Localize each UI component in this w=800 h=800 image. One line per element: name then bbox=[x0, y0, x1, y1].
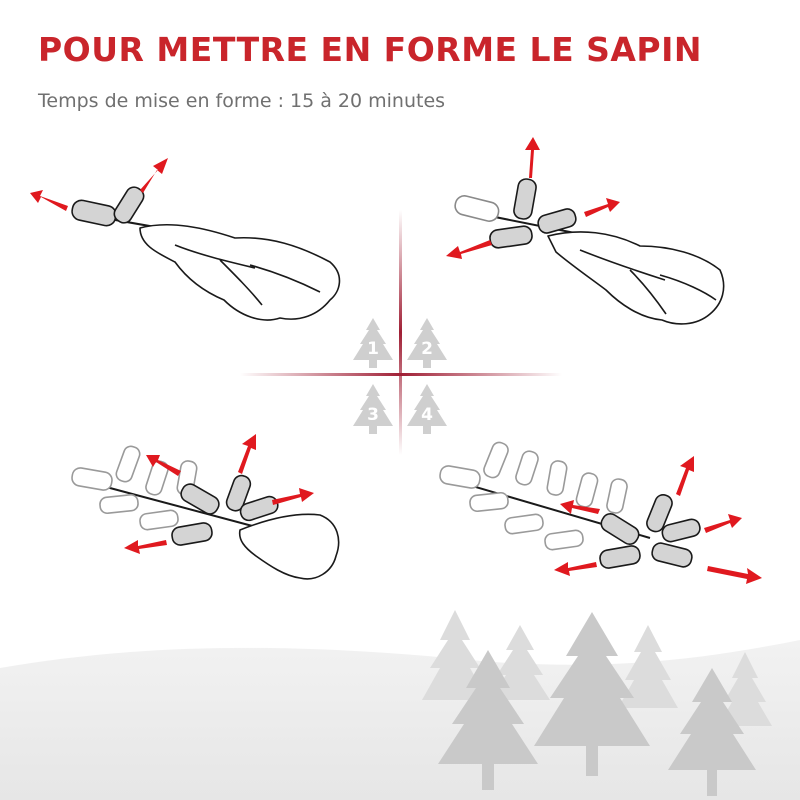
branch-detail bbox=[579, 249, 717, 315]
panel-step-2 bbox=[446, 137, 725, 325]
page-subtitle: Temps de mise en forme : 15 à 20 minutes bbox=[38, 90, 446, 112]
tip-shaped bbox=[546, 460, 568, 496]
branch-detail bbox=[174, 244, 321, 306]
tip-folded bbox=[661, 518, 701, 543]
snowy-forest-background bbox=[0, 610, 800, 800]
step-4: 4 bbox=[407, 384, 447, 434]
tip-folded bbox=[600, 512, 640, 546]
panel-step-1 bbox=[30, 158, 341, 321]
step-2: 2 bbox=[407, 318, 447, 368]
tip-folded bbox=[599, 545, 641, 569]
arrow-icon bbox=[30, 190, 68, 211]
step-number: 1 bbox=[367, 339, 379, 359]
tip-shaped bbox=[71, 467, 113, 491]
tip-spread bbox=[454, 195, 500, 222]
branch-foliage bbox=[139, 223, 341, 321]
tip-shaped bbox=[115, 445, 141, 483]
arrow-icon bbox=[525, 137, 540, 178]
snow-ground bbox=[0, 640, 800, 800]
arrow-icon bbox=[140, 158, 168, 193]
step-markers: 1 2 3 4 bbox=[353, 318, 447, 434]
arrow-icon bbox=[446, 240, 492, 259]
tip-folded bbox=[225, 474, 252, 512]
tip-shaped bbox=[515, 450, 539, 486]
arrow-icon bbox=[146, 455, 181, 476]
tree-icon bbox=[353, 318, 393, 368]
arrow-icon bbox=[554, 562, 597, 576]
quadrant-divider bbox=[240, 210, 562, 455]
forest-tree bbox=[668, 668, 756, 796]
arrow-icon bbox=[238, 434, 256, 474]
arrow-icon bbox=[272, 488, 314, 505]
step-number: 3 bbox=[367, 405, 379, 425]
arrow-icon bbox=[676, 456, 694, 496]
tip-raised bbox=[513, 178, 537, 220]
tip-folded bbox=[646, 494, 673, 533]
tree-icon bbox=[407, 318, 447, 368]
tip-folded bbox=[651, 542, 693, 568]
arrow-icon bbox=[560, 500, 600, 514]
branch-foliage bbox=[547, 231, 725, 325]
tip-shaped bbox=[139, 509, 179, 531]
tip-shaped bbox=[99, 493, 139, 515]
forest-tree bbox=[422, 610, 488, 700]
step-number: 4 bbox=[421, 405, 433, 425]
tree-icon bbox=[353, 384, 393, 434]
tip-folded bbox=[537, 208, 577, 234]
tip-shaped bbox=[606, 478, 628, 514]
arrow-icon bbox=[707, 566, 762, 584]
forest-tree bbox=[718, 652, 772, 726]
panel-step-3 bbox=[71, 434, 340, 580]
branch-foliage bbox=[238, 513, 340, 580]
tip-shaped bbox=[469, 491, 509, 513]
step-3: 3 bbox=[353, 384, 393, 434]
panel-step-4 bbox=[439, 441, 762, 584]
tree-icon bbox=[407, 384, 447, 434]
tip-shaped bbox=[439, 465, 481, 489]
tip-shaped bbox=[575, 472, 599, 508]
arrow-icon bbox=[704, 514, 742, 533]
divider-vertical bbox=[399, 210, 402, 455]
tip-shaped bbox=[504, 513, 544, 535]
arrow-icon bbox=[124, 540, 167, 554]
forest-tree bbox=[534, 612, 650, 776]
step-1: 1 bbox=[353, 318, 393, 368]
arrow-icon bbox=[584, 198, 620, 217]
forest-tree bbox=[438, 650, 538, 790]
step-number: 2 bbox=[421, 339, 433, 359]
tip-shaped bbox=[544, 529, 584, 551]
tip-folded bbox=[180, 483, 220, 515]
tip-folded bbox=[171, 522, 213, 546]
tip-folded bbox=[489, 225, 533, 249]
tip-folded bbox=[71, 199, 117, 227]
tip-shaped bbox=[483, 441, 509, 479]
tip-folded bbox=[113, 186, 145, 224]
tip-shaped bbox=[145, 460, 169, 496]
page-title: POUR METTRE EN FORME LE SAPIN bbox=[38, 30, 703, 69]
forest-tree bbox=[618, 625, 678, 708]
